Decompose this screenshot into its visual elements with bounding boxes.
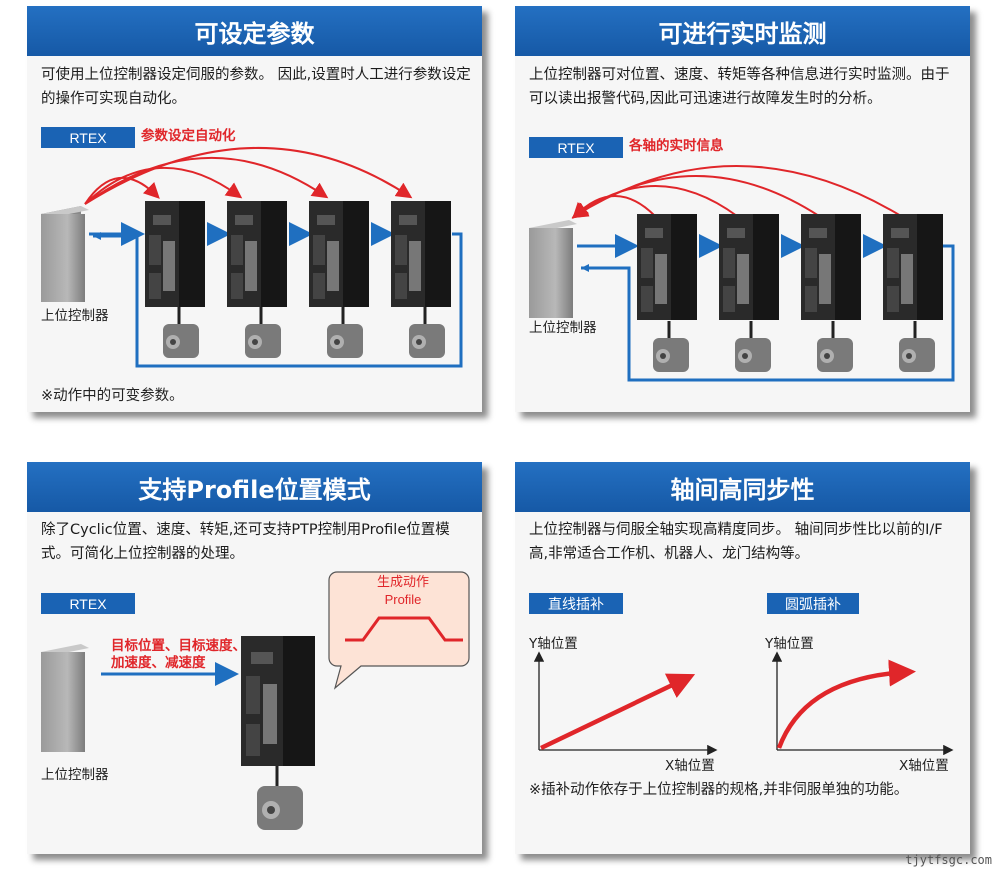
panel-title: 可设定参数 [27, 6, 482, 56]
x-axis-label-arc: X轴位置 [899, 758, 949, 774]
panel-body: 上位控制器与伺服全轴实现高精度同步。 轴间同步性比以前的I/F高,非常适合工作机… [515, 512, 970, 854]
servo-motor-4 [899, 321, 935, 372]
panel-title: 支持Profile位置模式 [27, 462, 482, 512]
rtex-tag: RTEX [41, 127, 135, 148]
controller-box [529, 220, 577, 318]
controller-label: 上位控制器 [41, 308, 109, 324]
servo-motor-1 [163, 307, 199, 358]
linear-plot [533, 651, 718, 756]
servo-drive-2 [719, 214, 779, 320]
servo-motor-2 [245, 307, 281, 358]
panel-description: 上位控制器可对位置、速度、转矩等各种信息进行实时监测。由于可以读出报警代码,因此… [529, 67, 950, 107]
panel-profile-position-mode: 支持Profile位置模式 除了Cyclic位置、速度、转矩,还可支持PTP控制… [27, 462, 482, 854]
linear-interpolation-tag: 直线插补 [529, 593, 623, 614]
panel-axis-synchronization: 轴间高同步性 上位控制器与伺服全轴实现高精度同步。 轴间同步性比以前的I/F高,… [515, 462, 970, 854]
arc-interpolation-tag: 圆弧插补 [767, 593, 859, 614]
diagram-monitoring-flow [529, 165, 955, 382]
servo-motor-3 [817, 321, 853, 372]
interpolation-plots [533, 651, 954, 756]
bubble-text: 生成动作 Profile [337, 574, 469, 608]
target-values-label: 目标位置、目标速度、 加速度、减速度 [111, 638, 246, 672]
controller-label: 上位控制器 [529, 320, 597, 336]
servo-motor [257, 766, 303, 830]
footnote: ※动作中的可变参数。 [41, 388, 184, 404]
panel-set-parameters: 可设定参数 可使用上位控制器设定伺服的参数。 因此,设置时人工进行参数设定的操作… [27, 6, 482, 412]
servo-drive-2 [227, 201, 287, 307]
panel-description: 上位控制器与伺服全轴实现高精度同步。 轴间同步性比以前的I/F高,非常适合工作机… [529, 522, 943, 562]
servo-drive-1 [637, 214, 697, 320]
diagram-profile-mode [41, 571, 470, 830]
panel-body: 上位控制器可对位置、速度、转矩等各种信息进行实时监测。由于可以读出报警代码,因此… [515, 56, 970, 412]
arc-plot [771, 651, 954, 756]
panel-title: 可进行实时监测 [515, 6, 970, 56]
diagram-parameter-flow [41, 147, 463, 368]
watermark: tjytfsgc.com [905, 853, 992, 867]
panel-description: 可使用上位控制器设定伺服的参数。 因此,设置时人工进行参数设定的操作可实现自动化… [41, 67, 471, 107]
servo-drive [241, 636, 315, 766]
y-axis-label-linear: Y轴位置 [529, 636, 578, 652]
servo-drive-4 [883, 214, 943, 320]
y-axis-label-arc: Y轴位置 [765, 636, 814, 652]
x-axis-label-linear: X轴位置 [665, 758, 715, 774]
bubble-line2: Profile [384, 592, 422, 607]
servo-motor-4 [409, 307, 445, 358]
rtex-tag: RTEX [41, 593, 135, 614]
red-annotation: 各轴的实时信息 [629, 138, 724, 154]
panel-body: 除了Cyclic位置、速度、转矩,还可支持PTP控制用Profile位置模式。可… [27, 512, 482, 854]
controller-box [41, 206, 89, 302]
panel-description: 除了Cyclic位置、速度、转矩,还可支持PTP控制用Profile位置模式。可… [41, 522, 450, 562]
servo-drive-4 [391, 201, 451, 307]
rtex-tag: RTEX [529, 137, 623, 158]
servo-motor-1 [653, 321, 689, 372]
target-values-line1: 目标位置、目标速度、 [111, 638, 246, 654]
servo-drive-1 [145, 201, 205, 307]
controller-label: 上位控制器 [41, 767, 109, 783]
red-annotation: 参数设定自动化 [141, 128, 236, 144]
servo-motor-2 [735, 321, 771, 372]
panel-body: 可使用上位控制器设定伺服的参数。 因此,设置时人工进行参数设定的操作可实现自动化… [27, 56, 482, 412]
controller-box [41, 644, 89, 752]
panel-title: 轴间高同步性 [515, 462, 970, 512]
bubble-line1: 生成动作 [376, 575, 429, 590]
profile-bubble [328, 571, 470, 690]
panel-realtime-monitoring: 可进行实时监测 上位控制器可对位置、速度、转矩等各种信息进行实时监测。由于可以读… [515, 6, 970, 412]
footnote: ※插补动作依存于上位控制器的规格,并非伺服单独的功能。 [529, 782, 909, 798]
servo-motor-3 [327, 307, 363, 358]
target-values-line2: 加速度、减速度 [111, 655, 206, 671]
servo-drive-3 [309, 201, 369, 307]
servo-drive-3 [801, 214, 861, 320]
